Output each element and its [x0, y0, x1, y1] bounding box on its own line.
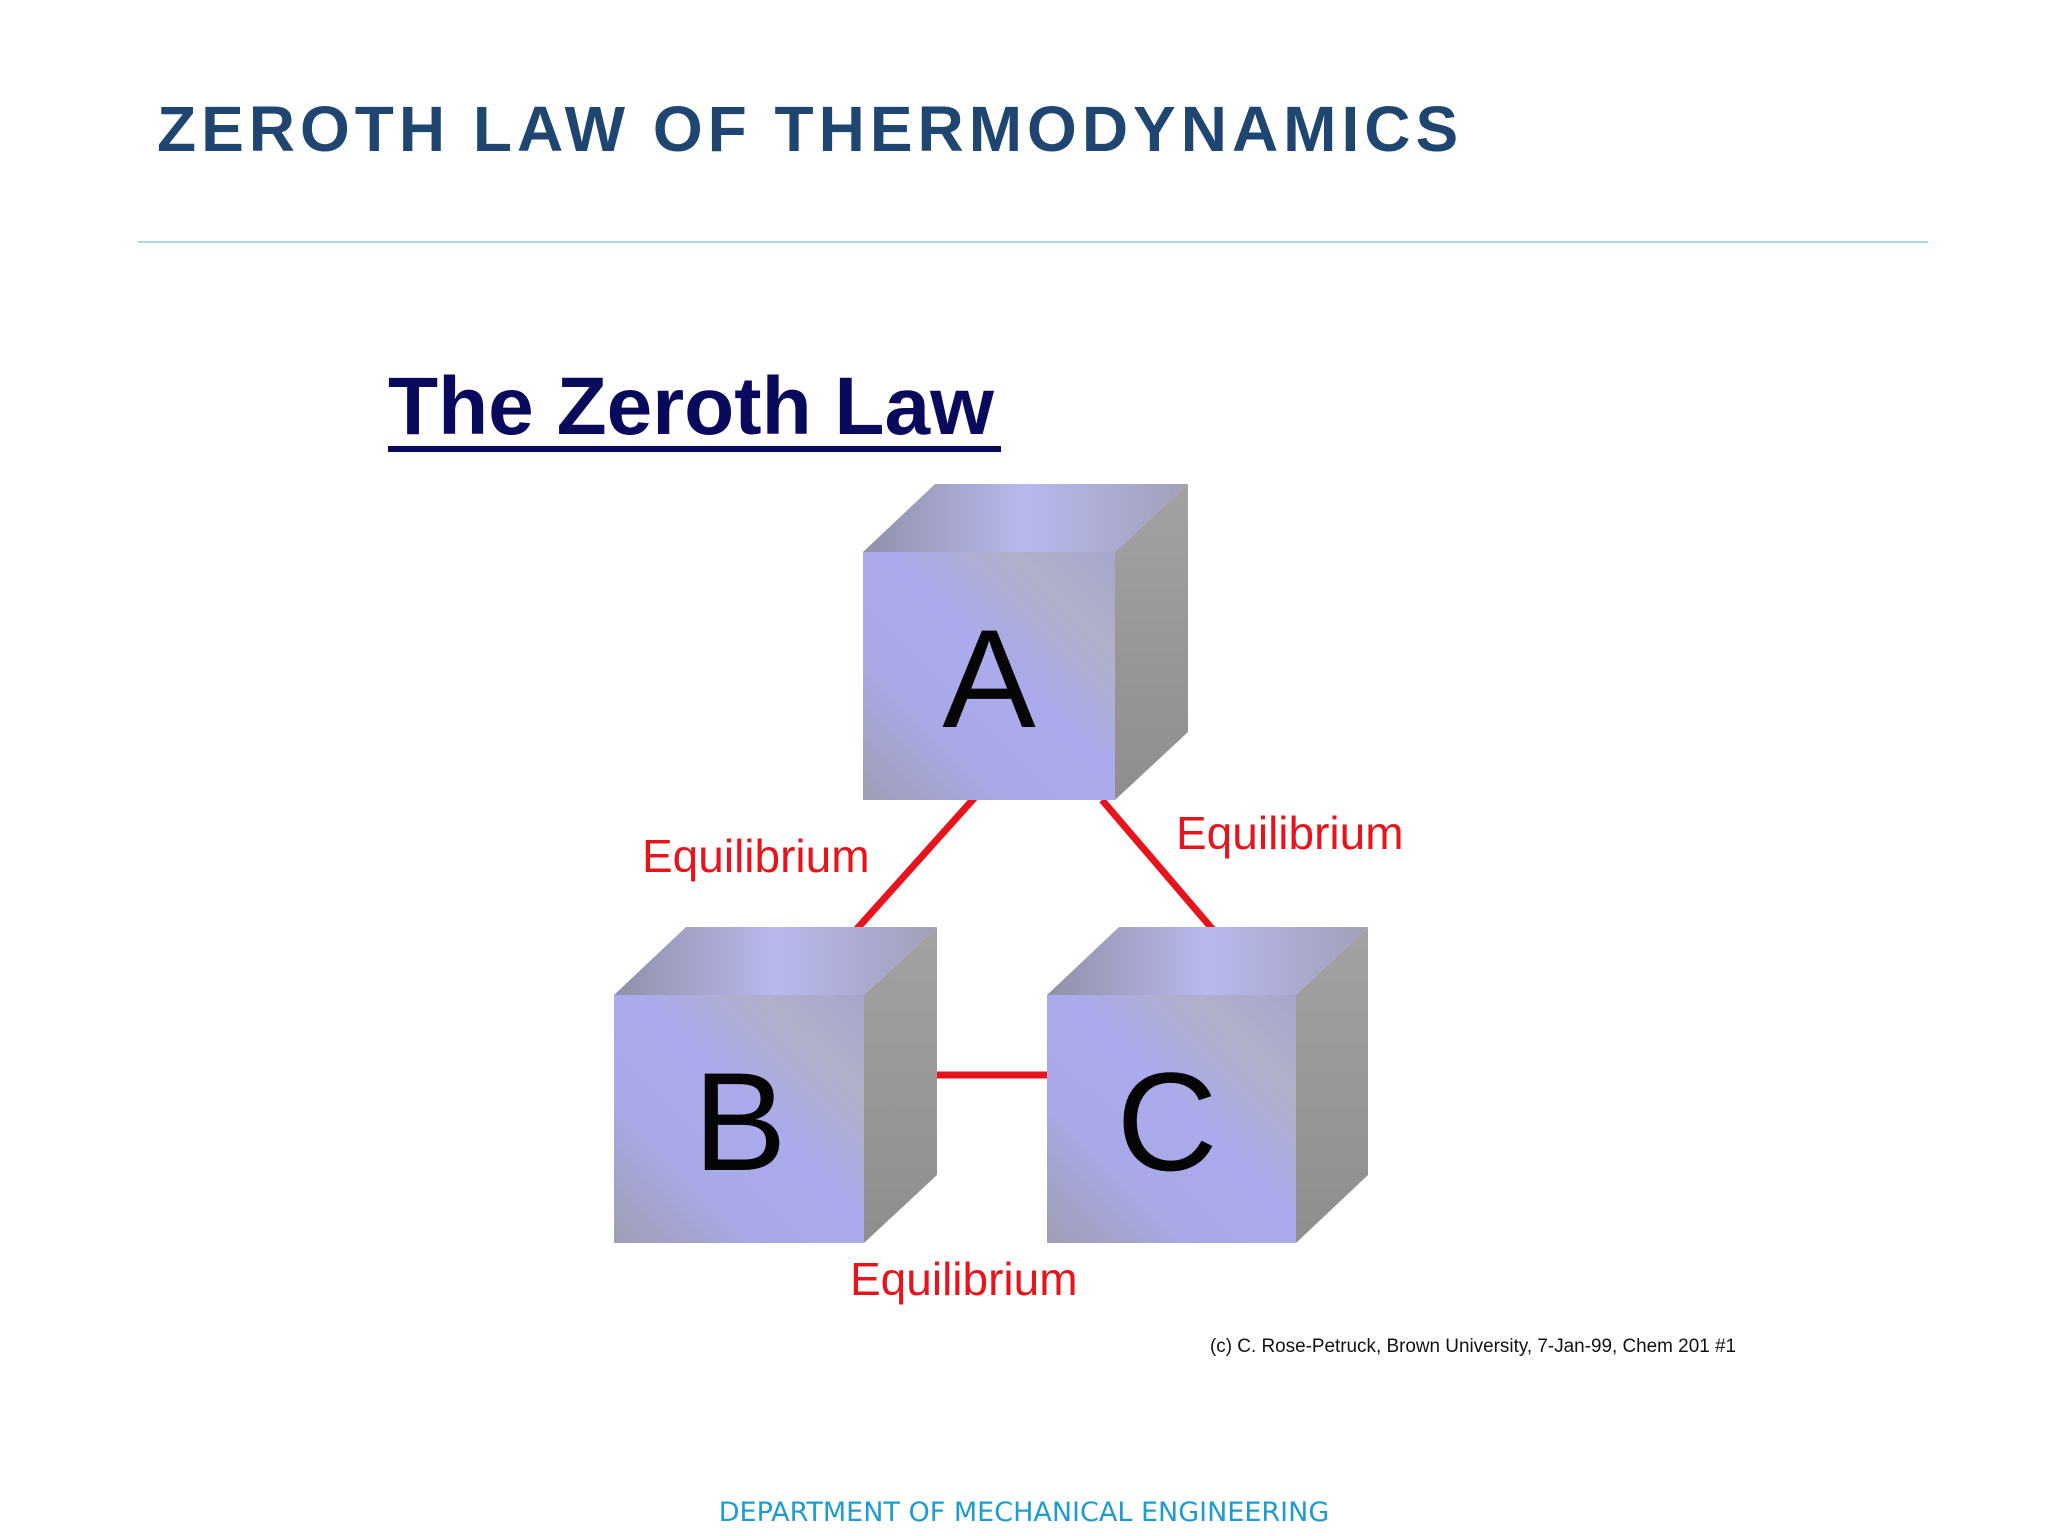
figure-heading-underline: [388, 446, 1001, 452]
equilibrium-label-a-b: Equilibrium: [642, 830, 870, 882]
footer-department: DEPARTMENT OF MECHANICAL ENGINEERING: [718, 1497, 1330, 1528]
equilibrium-label-b-c: Equilibrium: [850, 1253, 1078, 1305]
cube-a-top: [863, 484, 1188, 552]
cube-c-front: [1047, 995, 1296, 1243]
cube-a-side: [1115, 484, 1188, 800]
cube-a-label: A: [942, 600, 1036, 757]
cube-c-side: [1296, 927, 1368, 1243]
cube-a-front: [863, 552, 1115, 800]
cube-b-top: [614, 927, 937, 995]
equilibrium-label-a-c: Equilibrium: [1176, 807, 1404, 859]
cube-a: A: [863, 484, 1188, 800]
figure-credit: (c) C. Rose-Petruck, Brown University, 7…: [1210, 1336, 1736, 1357]
cube-c: C: [1047, 927, 1368, 1243]
slide-title: ZEROTH LAW OF THERMODYNAMICS: [157, 93, 1464, 165]
cube-b-front: [614, 995, 864, 1243]
figure-heading: The Zeroth Law: [388, 361, 994, 452]
title-divider: [138, 241, 1928, 243]
cube-b-label: B: [693, 1043, 786, 1200]
cube-b-side: [864, 927, 937, 1243]
cube-b: B: [614, 927, 937, 1243]
cube-c-label: C: [1116, 1043, 1217, 1200]
cube-c-top: [1047, 927, 1368, 995]
